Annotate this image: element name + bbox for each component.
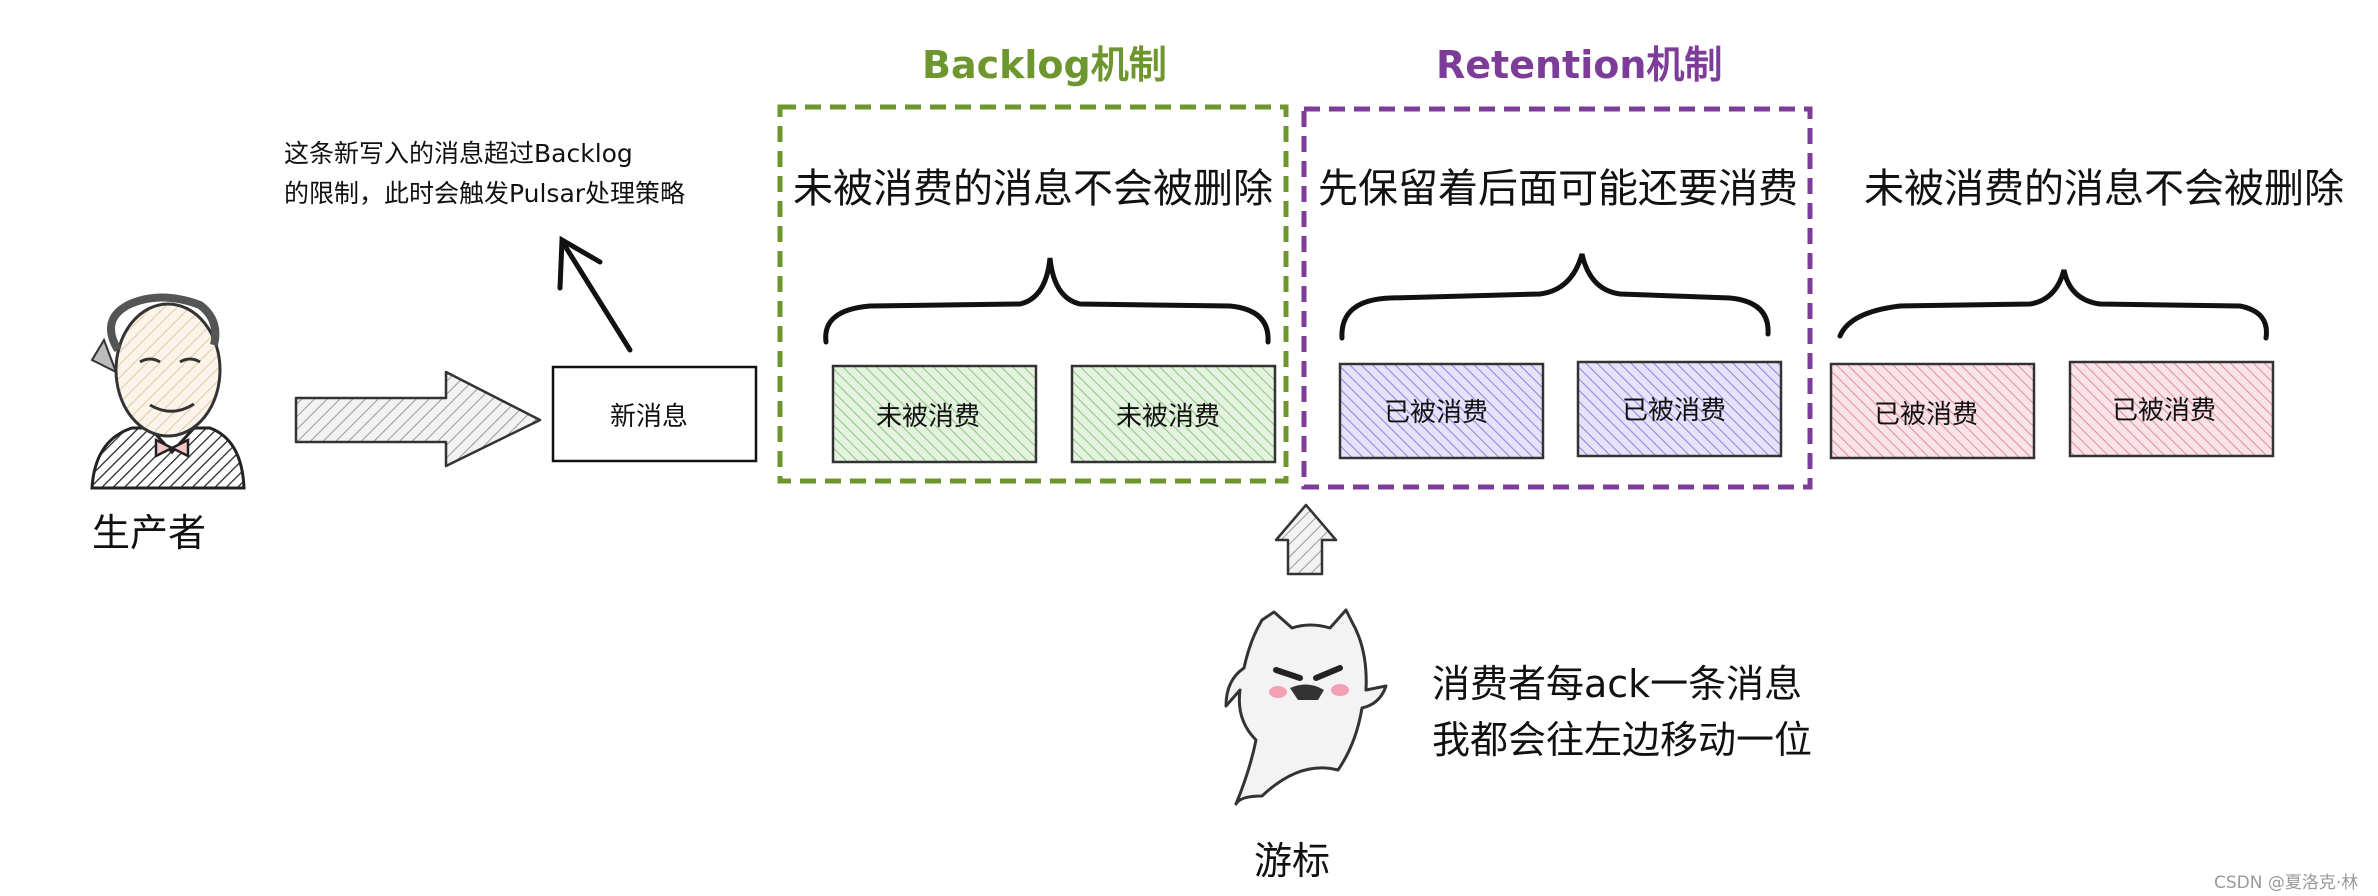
backlog-title: Backlog机制 xyxy=(922,43,1167,87)
note-line-1: 这条新写入的消息超过Backlog xyxy=(284,139,633,168)
unconsumed-box-2-label: 未被消费 xyxy=(1116,402,1221,432)
consumed-retained-box-1-label: 已被消费 xyxy=(1384,398,1489,428)
note-arrow xyxy=(557,235,633,353)
producer-label: 生产者 xyxy=(92,511,207,555)
new-message-label: 新消息 xyxy=(610,402,689,432)
cursor-description: 消费者每ack一条消息 我都会往左边移动一位 xyxy=(1432,656,1812,768)
consumed-deleted-box-2-label: 已被消费 xyxy=(2112,396,2217,426)
consumed-retained-box-1 xyxy=(1338,362,1545,460)
retention-title: Retention机制 xyxy=(1436,43,1723,87)
consumed-deleted-box-1 xyxy=(1829,362,2036,460)
deleted-description: 未被消费的消息不会被删除 xyxy=(1864,166,2344,212)
cursor-desc-line-2: 我都会往左边移动一位 xyxy=(1432,718,1813,762)
retention-frame xyxy=(1301,106,1813,490)
consumed-retained-box-2-label: 已被消费 xyxy=(1622,396,1727,426)
note-line-2: 的限制，此时会触发Pulsar处理策略 xyxy=(284,179,686,208)
backlog-description: 未被消费的消息不会被删除 xyxy=(793,166,1273,212)
cursor-up-arrow xyxy=(1274,503,1338,576)
producer-arrow xyxy=(294,370,542,468)
backlog-limit-note: 这条新写入的消息超过Backlog 的限制，此时会触发Pulsar处理策略 xyxy=(284,134,685,214)
retention-description: 先保留着后面可能还要消费 xyxy=(1318,166,1798,212)
cursor-desc-line-1: 消费者每ack一条消息 xyxy=(1432,662,1803,706)
consumed-deleted-box-1-label: 已被消费 xyxy=(1874,400,1979,430)
retention-brace xyxy=(1339,253,1771,341)
unconsumed-box-1 xyxy=(831,364,1038,464)
watermark: CSDN @夏洛克·林 xyxy=(2214,873,2359,893)
deleted-brace xyxy=(1837,269,2269,341)
consumed-deleted-box-2 xyxy=(2068,360,2275,458)
cursor-label: 游标 xyxy=(1254,839,1331,883)
unconsumed-box-2 xyxy=(1070,364,1277,464)
unconsumed-box-1-label: 未被消费 xyxy=(876,402,981,432)
backlog-brace xyxy=(823,257,1271,345)
consumed-retained-box-2 xyxy=(1576,360,1783,458)
old-man-avatar-icon xyxy=(90,293,246,490)
ghost-cat-icon xyxy=(1224,608,1388,806)
backlog-frame xyxy=(777,104,1289,484)
new-message-box xyxy=(551,365,758,463)
